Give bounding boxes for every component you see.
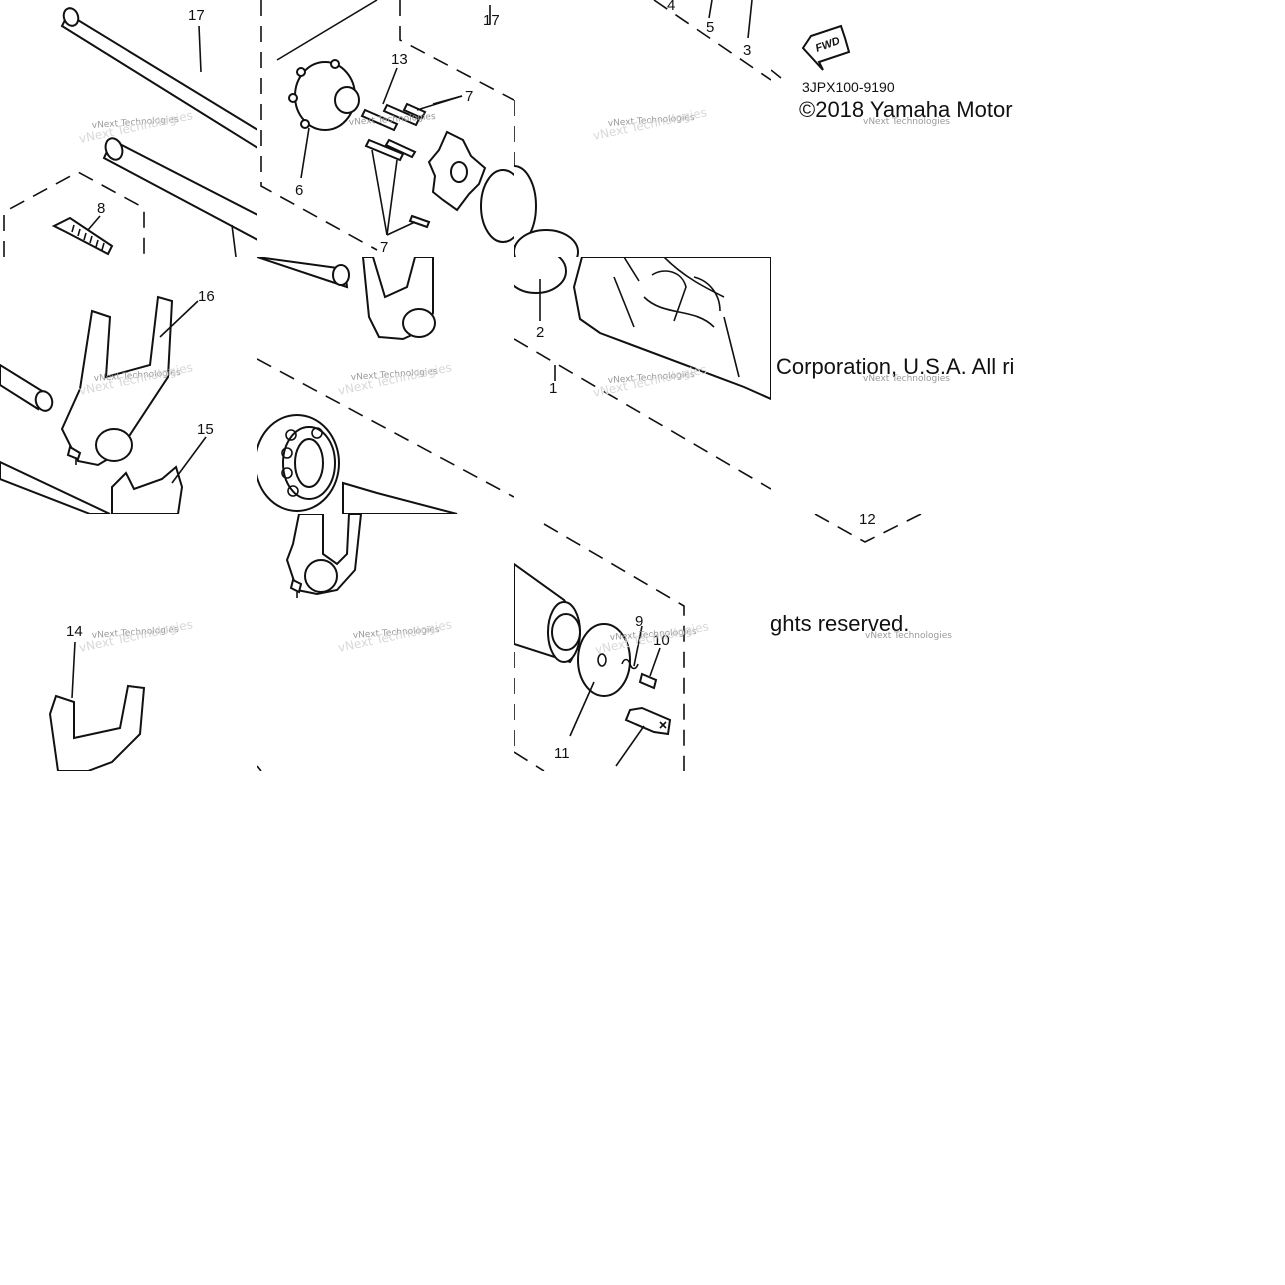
diagram-tile-r1c3: 4 5 3 vNext Technologies vNext Technolog… [514,0,771,257]
fwd-arrow-icon: FWD [801,24,851,71]
callout-5: 5 [706,19,714,36]
segment-6 [288,59,360,131]
diagram-tile-r1c1: 17 8 vNext Technologies vNext Technologi… [0,0,257,257]
callout-6: 6 [295,182,303,199]
shift-fork-15-top [111,465,184,514]
guide-bar-end [0,363,54,412]
callout-7a: 7 [465,88,473,105]
diagram-tile-r3c2: vNext Technologies vNext Technologies [257,514,514,771]
callout-3: 3 [743,42,751,59]
segment-2 [514,257,567,294]
diagram-tile-r3c1: 14 vNext Technologies vNext Technologies [0,514,257,771]
watermark: vNext Technologies [865,631,952,641]
drum-end [514,562,581,664]
diagram-tile-r2c2: vNext Technologies vNext Technologies [257,257,514,514]
pins-7 [360,102,431,229]
diagram-tile-r1c4: FWD vNext Technologies [771,0,1028,257]
shift-fork-16 [60,295,174,467]
callout-10: 10 [653,632,670,649]
diagram-tile-r3c4: vNext Technologies [771,514,1028,771]
diagram-tile-r2c4: vNext Technologies [771,257,1028,514]
callout-12: 12 [859,511,876,528]
callout-8: 8 [97,200,105,217]
diagram-tile-r2c3: 2 1 vNext Technologies vNext Technologie… [514,257,771,514]
spring-9 [621,658,639,670]
callout-17: 17 [188,7,205,24]
watermark: vNext Technologies [863,374,950,384]
bearing [257,414,340,512]
copyright-line-2: Corporation, U.S.A. All ri [776,354,1015,379]
shift-fork-guide-bar-lower [102,137,257,241]
part-code: 3JPX100-9190 [802,79,895,95]
callout-16: 16 [198,288,215,305]
callout-1: 1 [549,380,557,397]
shift-drum-1 [572,257,771,401]
screw-12 [624,706,672,736]
callout-4: 4 [667,0,675,14]
shift-fork-bottom [285,514,363,598]
stopper-plate [427,130,487,212]
diagram-tile-r2c1: 16 15 vNext Technologies vNext Technolog… [0,257,257,514]
plate-11 [577,623,631,697]
pin-10 [638,672,658,690]
callout-14: 14 [66,623,83,640]
shift-fork-14 [48,684,146,771]
diagram-tile-r3c3: 9 10 11 vNext Technologies vNext Technol… [514,514,771,771]
shift-fork-bottom-center [361,257,436,341]
callout-7b: 7 [380,239,388,256]
copyright-line-3: ghts reserved. [770,611,910,636]
copyright-line-1: ©2018 Yamaha Motor [799,97,1013,122]
watermark: vNext Technologies [863,117,950,127]
diagram-tile-r1c2: 17 6 13 7 [257,0,514,257]
shift-fork-guide-bar-upper [60,7,257,149]
callout-17b: 17 [483,12,500,29]
callout-9: 9 [635,613,643,630]
callout-15: 15 [197,421,214,438]
callout-13: 13 [391,51,408,68]
screw-8 [51,216,114,256]
callout-2: 2 [536,324,544,341]
callout-11: 11 [554,745,570,762]
